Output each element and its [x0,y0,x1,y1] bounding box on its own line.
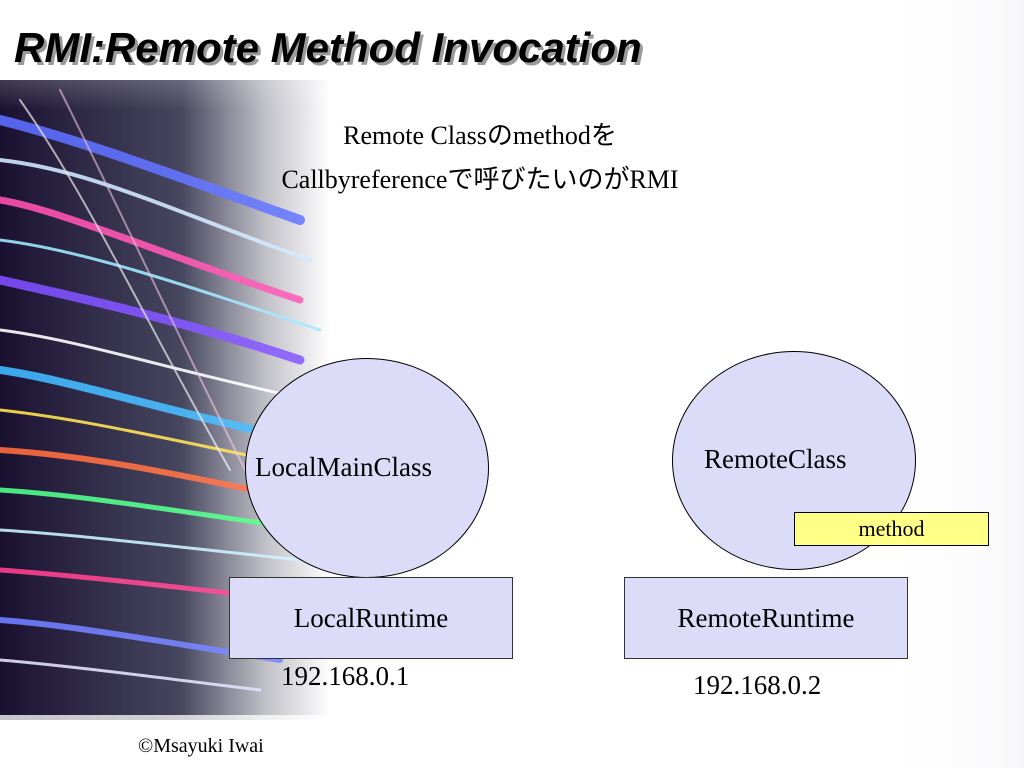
local-ip-address: 192.168.0.1 [281,661,410,691]
remote-ip-address: 192.168.0.2 [693,670,822,700]
remote-class-label: RemoteClass [704,444,847,474]
local-main-class-label: LocalMainClass [255,452,432,482]
remote-method-box: method [794,512,989,546]
subtitle-line-2: Callbyreferenceで呼びたいのがRMI [281,165,679,194]
subtitle-line-1: Remote Classのmethodを [343,121,617,150]
remote-runtime-box: RemoteRuntime [624,577,908,659]
slide-title: RMI:Remote Method Invocation [14,24,642,71]
copyright-notice: ©Msayuki Iwai [138,735,264,757]
local-runtime-box: LocalRuntime [229,577,513,659]
